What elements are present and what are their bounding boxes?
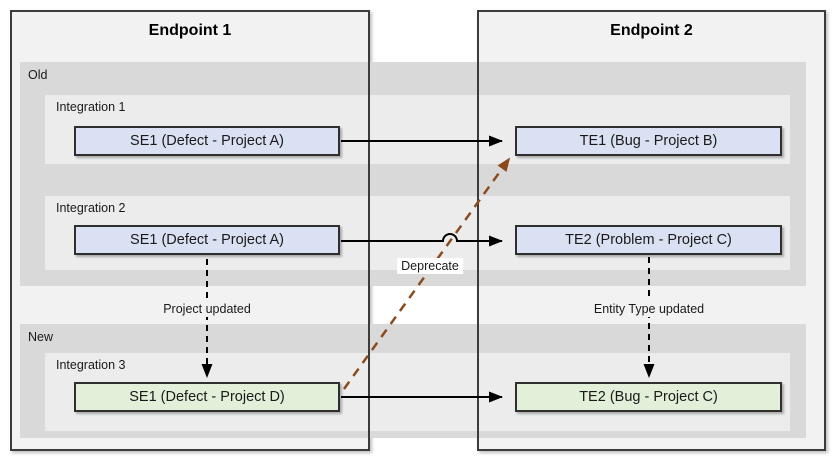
entity-se1-integration2: SE1 (Defect - Project A) (74, 225, 340, 255)
entity-type-updated-label: Entity Type updated (589, 301, 709, 317)
entity-se1-integration3: SE1 (Defect - Project D) (74, 382, 340, 412)
integration-1-label: Integration 1 (56, 100, 126, 114)
old-group-label: Old (28, 68, 48, 82)
integration-2-label: Integration 2 (56, 201, 126, 215)
project-updated-label: Project updated (159, 301, 255, 317)
endpoint-1-title: Endpoint 1 (148, 22, 232, 39)
entity-te1-integration1: TE1 (Bug - Project B) (515, 126, 782, 156)
deprecate-label: Deprecate (397, 258, 463, 274)
entity-te2-integration3: TE2 (Bug - Project C) (515, 382, 782, 412)
endpoint-2-title: Endpoint 2 (610, 22, 693, 39)
entity-te2-integration2: TE2 (Problem - Project C) (515, 225, 782, 255)
new-group-label: New (28, 330, 54, 344)
entity-se1-integration1: SE1 (Defect - Project A) (74, 126, 340, 156)
integration-3-label: Integration 3 (56, 358, 126, 372)
